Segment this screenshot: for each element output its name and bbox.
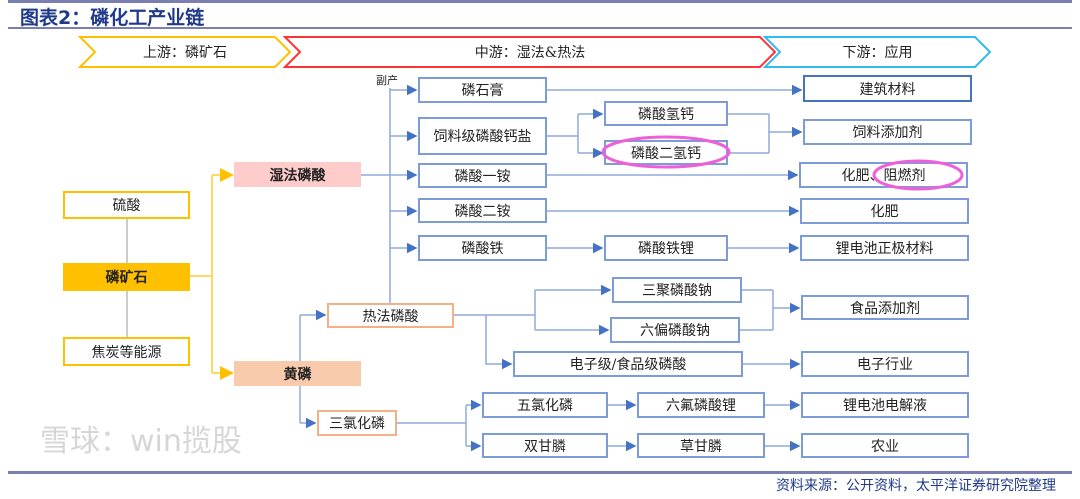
box-food-additive: 食品添加剂: [801, 295, 969, 320]
box-stpp: 三聚磷酸钠: [612, 277, 742, 303]
box-electrolyte: 锂电池电解液: [801, 392, 969, 418]
box-pmida: 双甘膦: [482, 433, 608, 458]
box-electronics: 电子行业: [801, 351, 969, 377]
box-dcp: 磷酸氢钙: [604, 101, 728, 126]
box-yellow-phosphorus: 黄磷: [234, 361, 361, 386]
box-agriculture: 农业: [801, 433, 969, 458]
box-building-materials: 建筑材料: [803, 75, 972, 102]
banner-downstream-shape: [762, 36, 992, 68]
stage-upstream: 上游：磷矿石: [143, 45, 227, 61]
box-shmp: 六偏磷酸钠: [610, 317, 740, 343]
box-glyphosate: 草甘膦: [637, 433, 765, 458]
box-dap: 磷酸二铵: [418, 198, 547, 223]
box-sulfuric-acid: 硫酸: [63, 191, 190, 219]
box-pcl5: 五氯化磷: [482, 392, 608, 418]
box-feed-additive: 饲料添加剂: [803, 119, 972, 145]
bottom-rule: [8, 471, 1072, 474]
box-map: 磷酸一铵: [418, 163, 547, 188]
box-mcp: 磷酸二氢钙: [604, 140, 728, 165]
box-thermal-phosphoric-acid: 热法磷酸: [327, 303, 454, 328]
box-phosphate-rock: 磷矿石: [63, 263, 190, 291]
box-coke-energy: 焦炭等能源: [63, 337, 190, 366]
box-iron-phosphate: 磷酸铁: [418, 235, 547, 261]
title-rule: [8, 27, 1072, 29]
stage-midstream: 中游：湿法&热法: [474, 45, 586, 61]
watermark: 雪球：win揽股: [40, 424, 242, 459]
stage-downstream: 下游：应用: [842, 45, 913, 61]
top-rule: [8, 0, 1072, 3]
byproduct-label: 副产: [376, 74, 398, 87]
box-pcl3: 三氯化磷: [317, 410, 397, 436]
box-fertilizer: 化肥: [800, 198, 969, 224]
banner-upstream-shape: [77, 36, 292, 68]
box-cathode-material: 锂电池正极材料: [800, 235, 969, 261]
box-lipf6: 六氟磷酸锂: [637, 392, 765, 418]
box-gypsum: 磷石膏: [418, 77, 547, 103]
box-electronic-food-acid: 电子级/食品级磷酸: [513, 351, 743, 377]
box-wet-phosphoric-acid: 湿法磷酸: [234, 162, 361, 187]
box-fertilizer-flame-retardant: 化肥、阻燃剂: [799, 162, 968, 188]
source-note: 资料来源：公开资料，太平洋证券研究院整理: [776, 478, 1056, 494]
box-feed-calcium-phosphate: 饲料级磷酸钙盐: [418, 117, 547, 155]
banner-midstream-shape: [282, 36, 777, 68]
chart-title: 图表2：磷化工产业链: [20, 7, 205, 29]
box-lfp: 磷酸铁锂: [604, 235, 728, 261]
